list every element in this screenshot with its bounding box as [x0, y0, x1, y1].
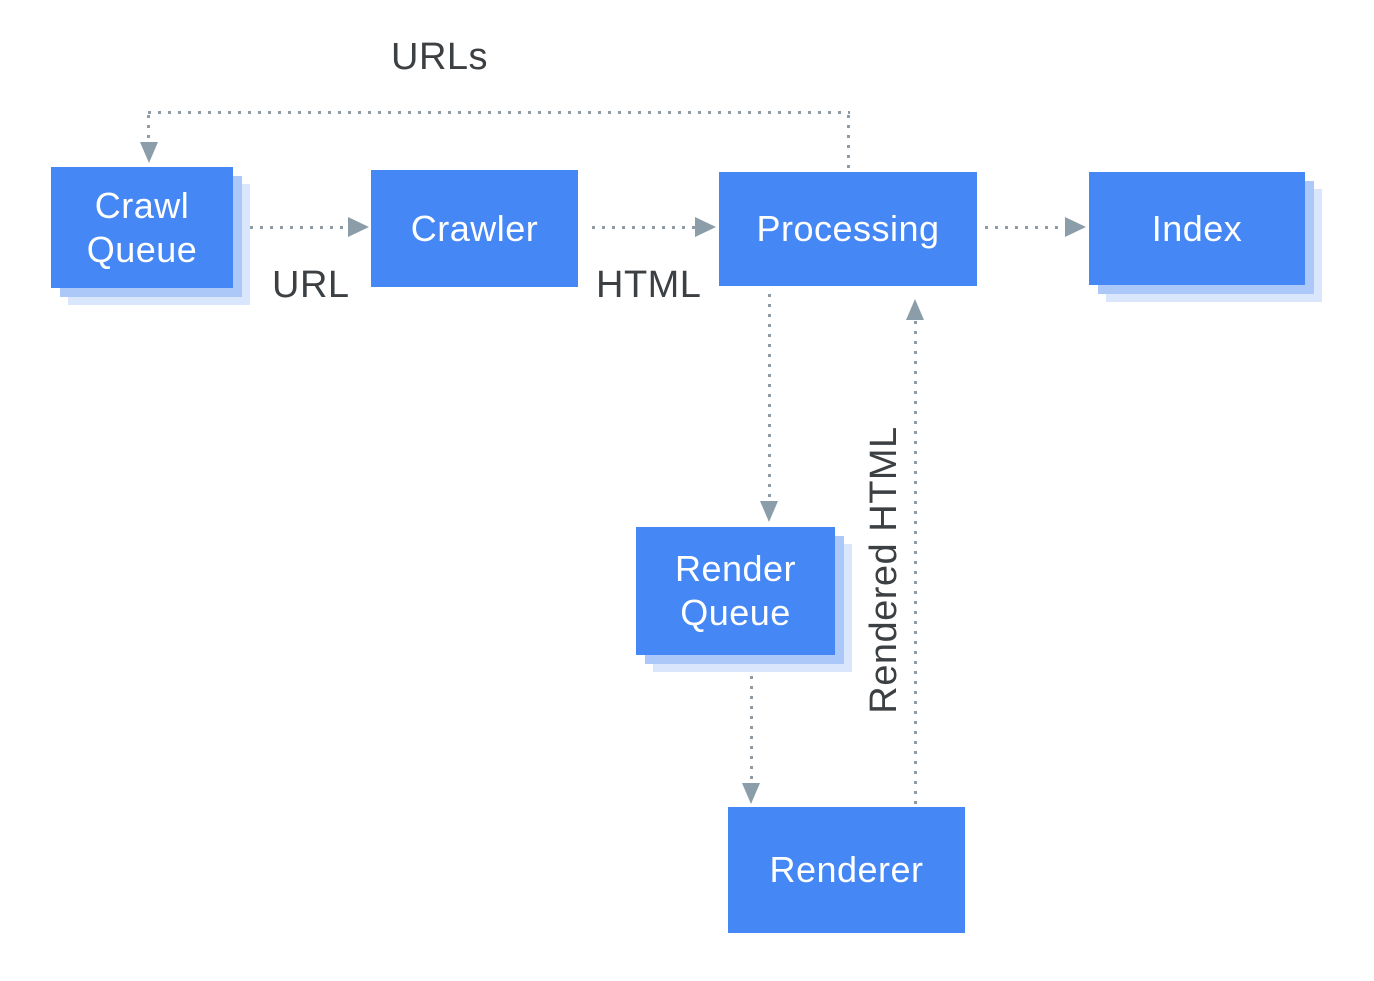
- node-renderer-label: Renderer: [769, 849, 924, 891]
- node-processing: Processing: [719, 172, 977, 286]
- node-index-label: Index: [1151, 207, 1243, 249]
- node-index: Index: [1089, 172, 1305, 285]
- node-crawl-queue: Crawl Queue: [51, 167, 233, 288]
- edge-renderer-to-processing: [914, 321, 917, 805]
- edge-crawler-to-processing: [592, 226, 695, 229]
- node-processing-label: Processing: [756, 208, 940, 250]
- node-render-queue-label: Render Queue: [674, 548, 797, 633]
- node-render-queue: Render Queue: [636, 527, 835, 655]
- edge-processing-to-crawlqueue-right-vertical: [847, 115, 850, 170]
- arrowhead-down-into-renderer: [742, 783, 760, 804]
- edge-label-urls: URLs: [391, 36, 489, 78]
- edge-label-url: URL: [272, 264, 350, 306]
- edge-processing-to-crawlqueue-left-vertical: [147, 115, 150, 141]
- edge-processing-to-crawlqueue-horizontal: [148, 111, 850, 114]
- node-crawler: Crawler: [371, 170, 578, 287]
- arrowhead-right-into-crawler: [348, 217, 369, 237]
- node-crawl-queue-label: Crawl Queue: [86, 184, 198, 270]
- edge-processing-to-renderqueue: [768, 294, 771, 500]
- arrowhead-right-into-processing: [695, 217, 716, 237]
- arrowhead-up-into-processing: [906, 299, 924, 320]
- edge-renderqueue-to-renderer: [750, 676, 753, 782]
- edge-processing-to-index: [985, 226, 1065, 229]
- edge-crawlqueue-to-crawler: [250, 226, 348, 229]
- node-crawler-label: Crawler: [410, 207, 539, 249]
- edge-label-rendered-html: Rendered HTML: [863, 426, 905, 714]
- arrowhead-down-into-render-queue: [760, 501, 778, 522]
- arrowhead-right-into-index: [1065, 217, 1086, 237]
- edge-label-html: HTML: [596, 264, 702, 306]
- node-renderer: Renderer: [728, 807, 965, 933]
- arrowhead-down-into-crawl-queue: [140, 142, 158, 163]
